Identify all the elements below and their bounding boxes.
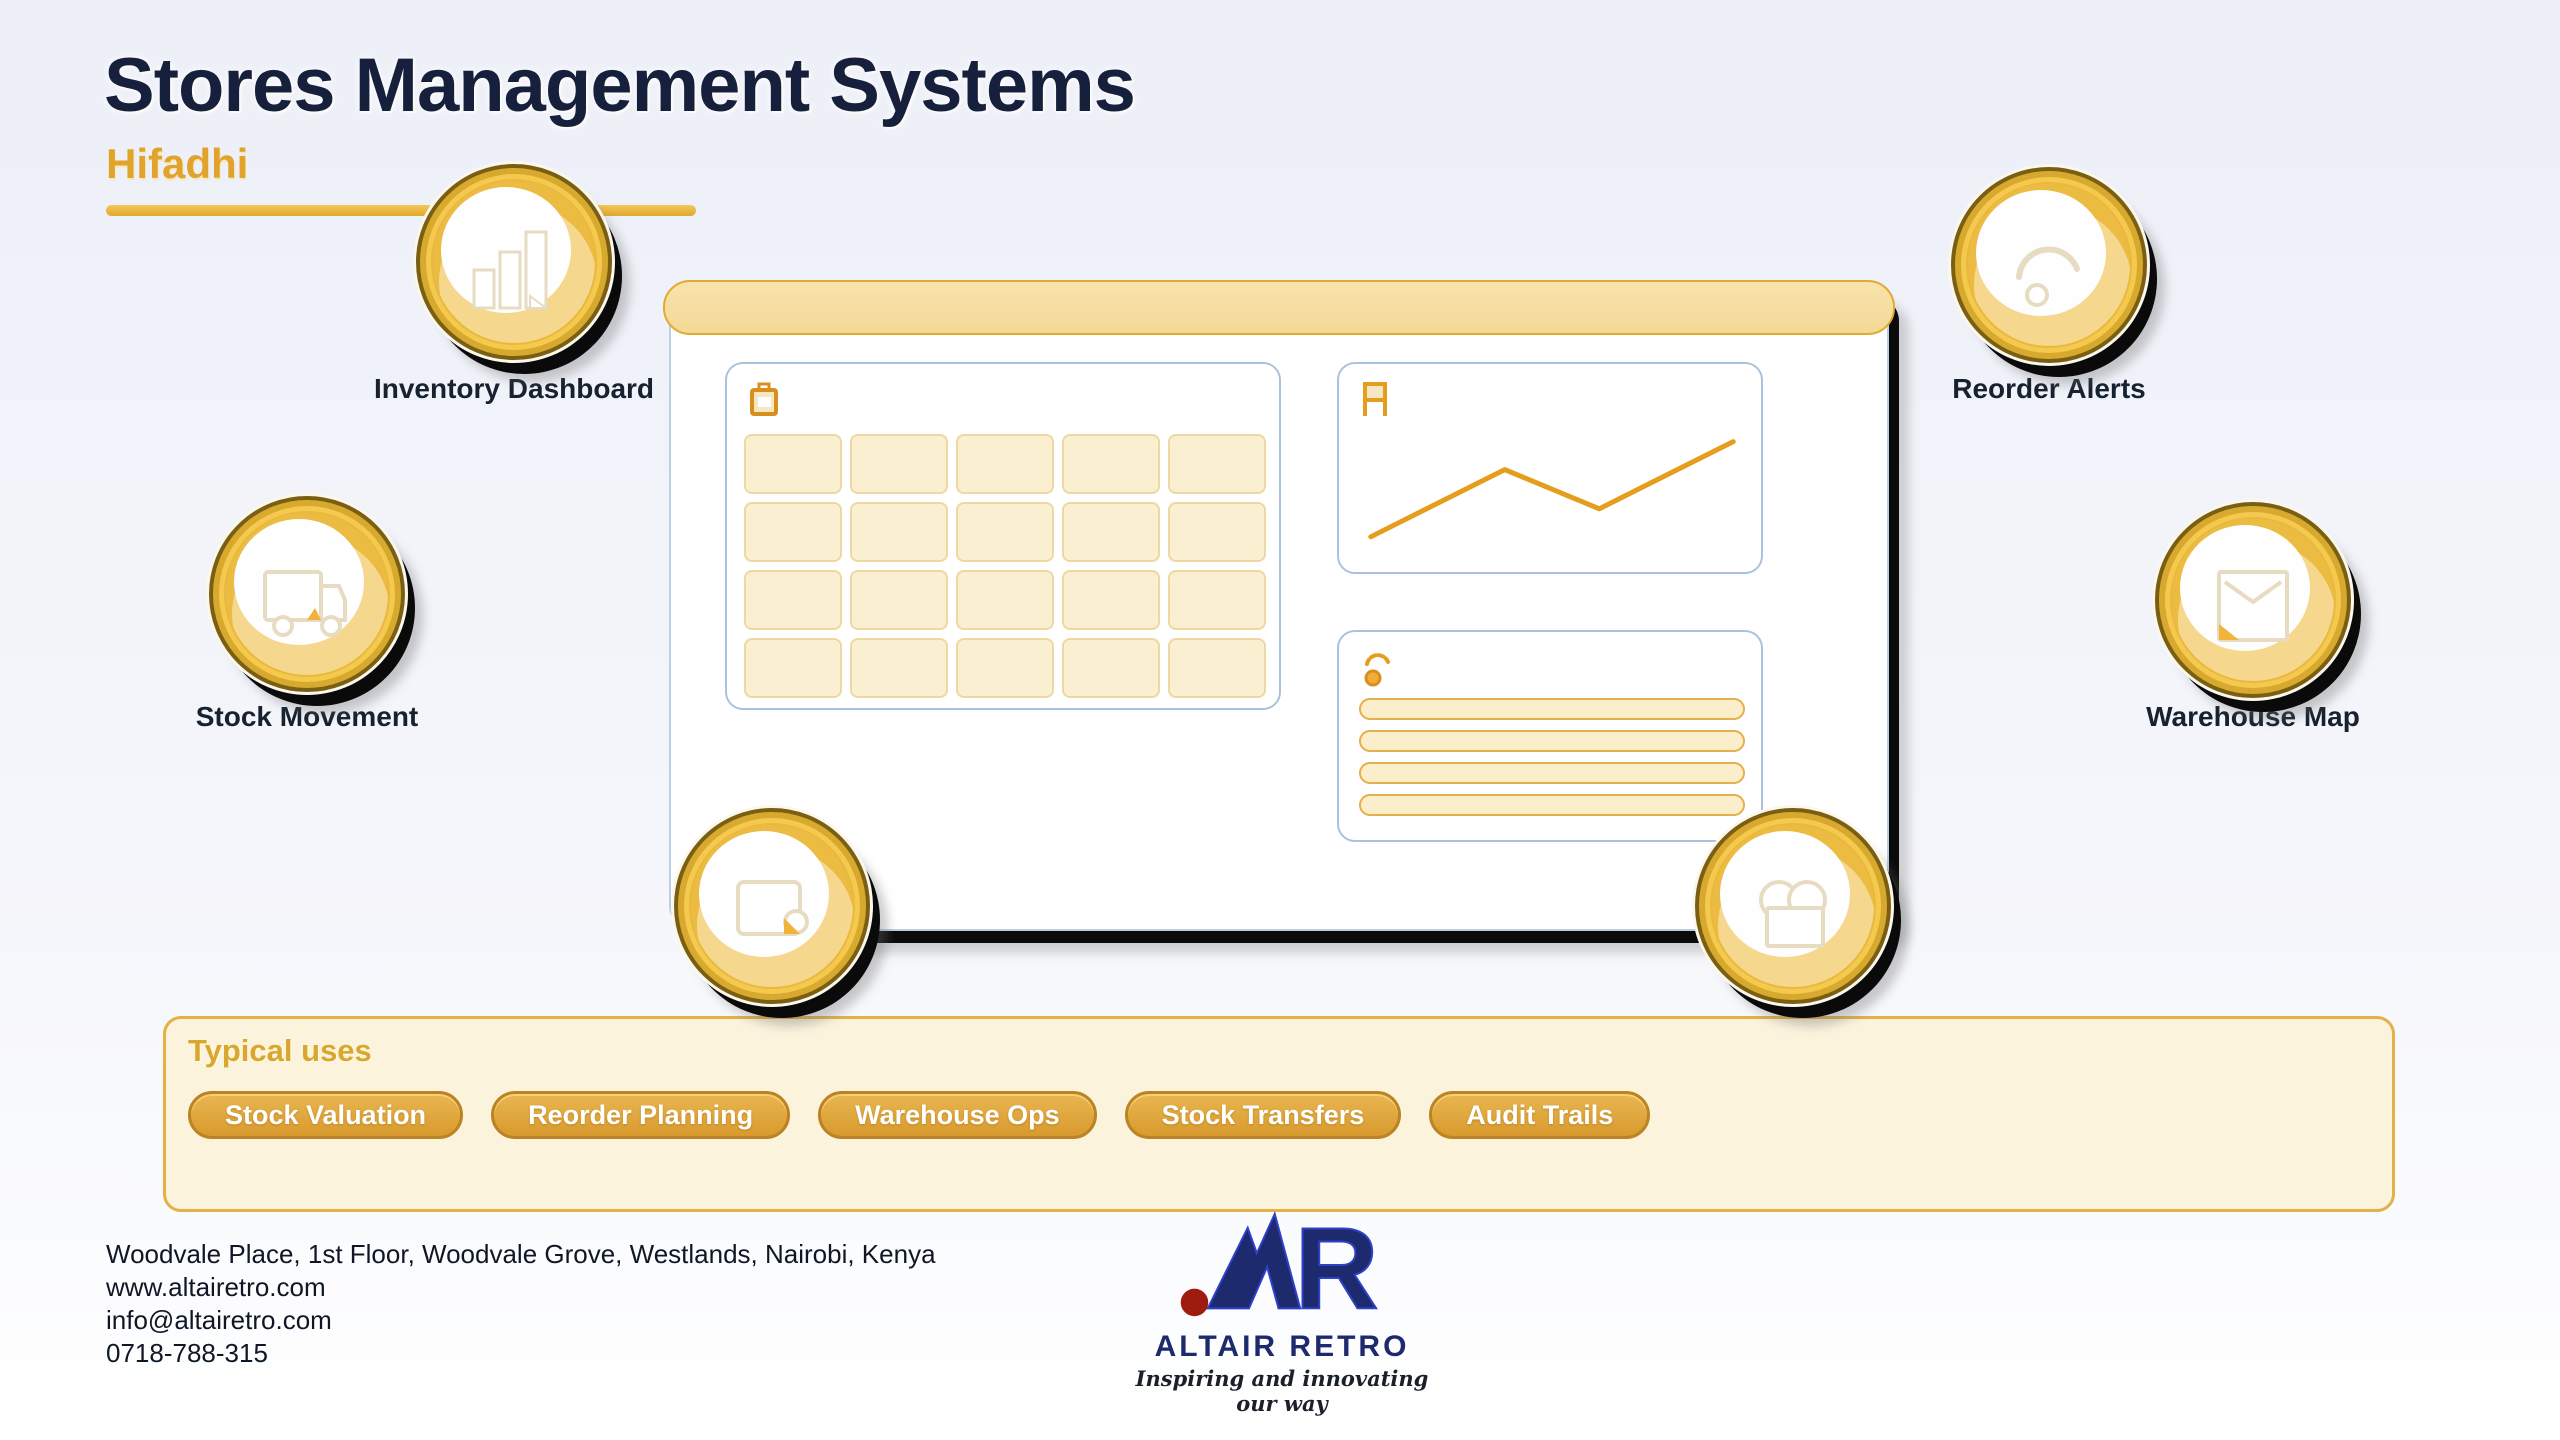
tag-stock-transfers[interactable]: Stock Transfers [1124, 1091, 1402, 1139]
grid-cell [744, 502, 842, 562]
grid-cell [850, 638, 948, 698]
truck-icon [263, 569, 347, 637]
grid-cell [744, 434, 842, 494]
feature-badge-inventory-dashboard[interactable] [416, 164, 612, 360]
page-title: Stores Management Systems [104, 43, 1136, 128]
dashboard-header-band [663, 280, 1895, 335]
coin-team[interactable] [1695, 808, 1891, 1004]
flag-icon [1363, 382, 1387, 416]
bell-icon [2016, 246, 2080, 307]
tag-stock-valuation[interactable]: Stock Valuation [188, 1091, 464, 1139]
grid-cell [1062, 638, 1160, 698]
grid-cell [1168, 502, 1266, 562]
altair-retro-logo: R [1180, 1210, 1380, 1328]
briefcase-icon [750, 382, 778, 416]
feature-badge-scanner[interactable] [674, 808, 870, 1004]
feature-label-inventory-dashboard: Inventory Dashboard [373, 373, 655, 404]
inventory-grid [744, 434, 1266, 698]
map-icon [2217, 569, 2289, 642]
list-row [1359, 762, 1745, 784]
calendar-grid-panel [725, 362, 1281, 710]
feature-badge-team[interactable] [1695, 808, 1891, 1004]
dashboard-mockup [663, 280, 1895, 931]
grid-cell [956, 434, 1054, 494]
brand-name: ALTAIR RETRO [1154, 1330, 1410, 1363]
brand-block: R ALTAIR RETRO Inspiring and innovating … [1132, 1210, 1432, 1416]
grid-cell [850, 502, 948, 562]
feature-badge-stock-movement[interactable] [209, 496, 405, 692]
grid-cell [1062, 502, 1160, 562]
coin-reorder-alerts[interactable] [1951, 167, 2147, 363]
typical-uses-tags: Stock Valuation Reorder Planning Warehou… [188, 1091, 1651, 1139]
typical-uses-panel: Typical uses Stock Valuation Reorder Pla… [163, 1016, 2395, 1212]
contact-website[interactable]: www.altairetro.com [106, 1272, 326, 1302]
grid-cell [850, 570, 948, 630]
feature-label-reorder-alerts: Reorder Alerts [1952, 373, 2146, 404]
logo-a-shape [1206, 1211, 1302, 1310]
grid-cell [744, 638, 842, 698]
feature-label-stock-movement: Stock Movement [195, 701, 419, 732]
coin-stock-movement[interactable] [209, 496, 405, 692]
coin-scanner[interactable] [674, 808, 870, 1004]
logo-red-dot [1180, 1288, 1209, 1317]
contact-phone: 0718-788-315 [106, 1338, 268, 1368]
product-name: Hifadhi [106, 140, 249, 187]
grid-cell [1168, 434, 1266, 494]
grid-cell [956, 638, 1054, 698]
grid-cell [956, 570, 1054, 630]
contact-block: Woodvale Place, 1st Floor, Woodvale Grov… [106, 1238, 936, 1370]
tag-audit-trails[interactable]: Audit Trails [1429, 1091, 1651, 1139]
trend-line-chart [1355, 422, 1749, 562]
gold-underline [106, 205, 696, 216]
coin-inventory-dashboard[interactable] [416, 164, 612, 360]
alerts-list-panel [1337, 630, 1763, 842]
person-icon [1364, 653, 1390, 687]
grid-cell [1062, 570, 1160, 630]
feature-badge-warehouse-map[interactable] [2155, 502, 2351, 698]
list-row [1359, 794, 1745, 816]
scanner-icon [736, 879, 809, 936]
tag-warehouse-ops[interactable]: Warehouse Ops [818, 1091, 1097, 1139]
feature-badge-reorder-alerts[interactable] [1951, 167, 2147, 363]
contact-address: Woodvale Place, 1st Floor, Woodvale Grov… [106, 1239, 936, 1269]
brand-tagline: Inspiring and innovating our way [1135, 1366, 1429, 1416]
logo-r-shape: R [1295, 1210, 1379, 1328]
grid-cell [956, 502, 1054, 562]
coin-warehouse-map[interactable] [2155, 502, 2351, 698]
team-icon [1759, 879, 1827, 948]
grid-cell [1062, 434, 1160, 494]
grid-cell [1168, 638, 1266, 698]
list-row [1359, 698, 1745, 720]
feature-label-warehouse-map: Warehouse Map [2146, 701, 2360, 732]
grid-cell [1168, 570, 1266, 630]
bar-chart-icon [472, 230, 549, 310]
grid-cell [850, 434, 948, 494]
grid-cell [744, 570, 842, 630]
trend-chart-panel [1337, 362, 1763, 574]
contact-email[interactable]: info@altairetro.com [106, 1305, 332, 1335]
list-rows [1359, 698, 1745, 826]
tag-reorder-planning[interactable]: Reorder Planning [491, 1091, 791, 1139]
list-row [1359, 730, 1745, 752]
typical-uses-heading: Typical uses [188, 1033, 372, 1068]
